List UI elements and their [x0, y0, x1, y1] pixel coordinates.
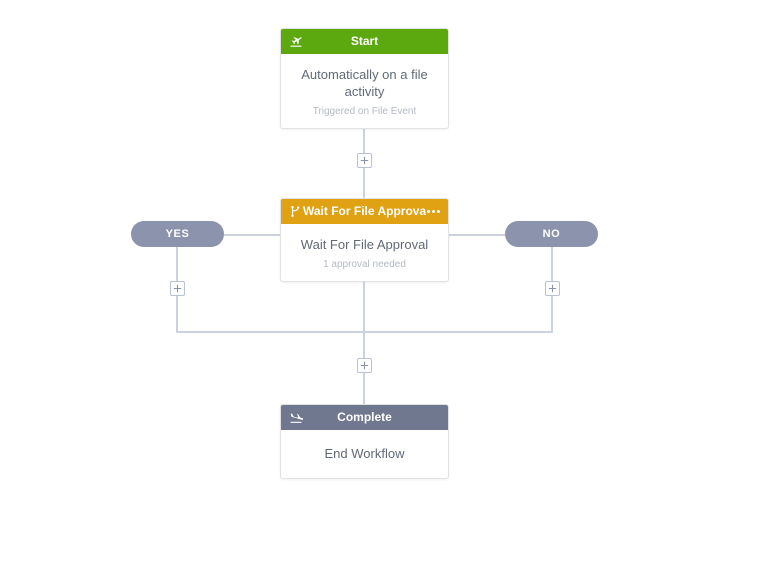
node-complete-title: Complete — [337, 410, 392, 424]
node-start-header: Start — [281, 29, 448, 54]
node-start[interactable]: Start Automatically on a file activity T… — [280, 28, 449, 129]
connector-plus-to-complete — [363, 373, 365, 404]
node-start-main-text: Automatically on a file activity — [301, 67, 428, 99]
plane-landing-icon — [288, 410, 303, 425]
node-complete[interactable]: Complete End Workflow — [280, 404, 449, 479]
connector-no-down — [551, 247, 553, 281]
connector-merge-to-plus — [363, 331, 365, 358]
node-start-title: Start — [350, 34, 379, 48]
connector-approval-to-yes — [224, 234, 281, 236]
add-step-after-start-button[interactable] — [357, 153, 372, 168]
node-approval-header: Wait For File Approval — [281, 199, 448, 224]
node-approval-sub-text: 1 approval needed — [323, 259, 406, 270]
add-step-no-branch-button[interactable] — [545, 281, 560, 296]
branch-pill-yes-label: YES — [165, 228, 190, 240]
branch-pill-no[interactable]: NO — [505, 221, 598, 247]
node-start-sub-text: Triggered on File Event — [312, 106, 417, 117]
branch-icon — [288, 204, 303, 219]
connector-no-plus-down — [551, 296, 553, 333]
node-wait-for-file-approval[interactable]: Wait For File Approval Wait For File App… — [280, 198, 449, 282]
node-complete-body: End Workflow — [281, 430, 448, 478]
node-approval-main-text: Wait For File Approval — [300, 237, 429, 252]
connector-approval-to-no — [448, 234, 505, 236]
node-complete-header: Complete — [281, 405, 448, 430]
connector-approval-bottom-stub — [363, 272, 365, 333]
connector-start-to-plus — [363, 124, 365, 153]
branch-pill-yes[interactable]: YES — [131, 221, 224, 247]
branch-pill-no-label: NO — [542, 228, 561, 240]
plane-takeoff-icon — [288, 34, 303, 49]
node-approval-body: Wait For File Approval 1 approval needed — [281, 224, 448, 281]
connector-yes-plus-down — [176, 296, 178, 333]
node-complete-main-text: End Workflow — [324, 446, 405, 461]
add-step-yes-branch-button[interactable] — [170, 281, 185, 296]
ellipsis-icon[interactable] — [426, 210, 441, 213]
connector-yes-down — [176, 247, 178, 281]
connector-plus-to-approval — [363, 167, 365, 198]
add-step-before-complete-button[interactable] — [357, 358, 372, 373]
node-approval-title: Wait For File Approval — [303, 204, 426, 218]
node-start-body: Automatically on a file activity Trigger… — [281, 54, 448, 128]
